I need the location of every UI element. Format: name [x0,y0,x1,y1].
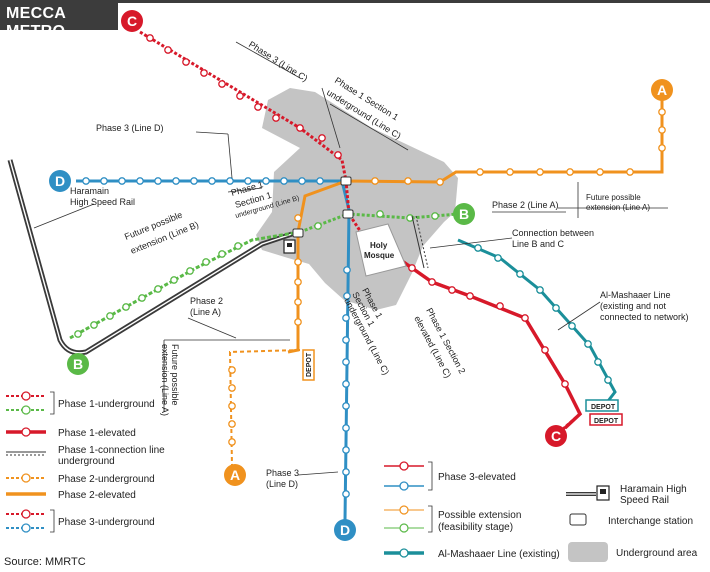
svg-text:Phase 1-connection line: Phase 1-connection line [58,445,165,456]
svg-text:underground: underground [58,456,115,467]
holy-mosque: Holy Mosque [355,223,407,277]
terminal-b-right: B [453,203,475,225]
legend-underground-area: Underground area [568,542,698,562]
legend-mashaaer-existing: Al-Mashaaer Line (existing) [384,548,560,560]
terminal-a-right: A [651,79,673,101]
legend-right: Haramain High Speed Rail Interchange sta… [566,484,698,562]
legend-possible-extension: Possible extension (feasibility stage) [384,505,521,533]
interchange-stations [292,176,354,238]
svg-text:Mosque: Mosque [364,251,395,260]
svg-text:Holy: Holy [370,241,388,250]
bc-connection [411,215,429,269]
source-credit: Source: MMRTC [4,556,86,568]
label-future-ext-a-left-2: extension (Line A) [160,344,170,416]
legend-phase1-connection: Phase 1-connection line underground [6,445,165,467]
svg-text:Phase 3-elevated: Phase 3-elevated [438,472,516,483]
label-mashaaer-2: (existing and not [600,301,667,311]
svg-text:A: A [657,82,667,98]
svg-text:D: D [340,522,350,538]
haramain-rail [7,159,293,356]
label-future-ext-a-left-1: Future possible [170,344,180,406]
terminal-d-bottom: D [334,519,356,541]
depot-line-c: DEPOT [589,413,623,426]
label-future-ext-a-right-1: Future possible [586,193,641,202]
terminal-b-left: B [67,353,89,375]
label-phase2-a-left-2: (Line A) [190,307,221,317]
svg-text:Phase 2-underground: Phase 2-underground [58,474,155,485]
svg-text:C: C [127,13,137,29]
svg-text:C: C [551,428,561,444]
legend-phase1-elevated: Phase 1-elevated [6,427,136,439]
leader-lines [33,41,668,476]
svg-text:(feasibility stage): (feasibility stage) [438,522,513,533]
label-connection-bc-2: Line B and C [512,239,565,249]
label-phase3-line-c: Phase 3 (Line C) [247,39,310,83]
svg-text:Phase 3-underground: Phase 3-underground [58,517,155,528]
label-phase3-line-d-top: Phase 3 (Line D) [96,123,164,133]
map-title: MECCA METRO [6,5,66,40]
label-connection-bc-1: Connection between [512,228,594,238]
legend-phase1-underground: Phase 1-underground [6,391,155,415]
label-future-ext-a-right-2: extension (Line A) [586,203,650,212]
top-rule [0,0,710,3]
svg-text:Al-Mashaaer Line (existing): Al-Mashaaer Line (existing) [438,549,560,560]
svg-text:DEPOT: DEPOT [306,352,313,377]
svg-text:Speed Rail: Speed Rail [620,495,669,506]
svg-text:B: B [73,356,83,372]
legend-phase3-underground: Phase 3-underground [6,509,155,533]
terminal-d-left: D [49,170,71,192]
svg-text:D: D [55,173,65,189]
svg-text:Possible extension: Possible extension [438,510,521,521]
mashaaer-line [457,238,617,406]
legend-haramain: Haramain High Speed Rail [566,484,687,506]
legend-phase2-underground: Phase 2-underground [6,473,155,485]
svg-text:Underground area: Underground area [616,548,698,559]
label-haramain-2: High Speed Rail [70,197,135,207]
terminal-c-top: C [121,10,143,32]
legend-interchange: Interchange station [569,513,693,527]
legend-phase3-elevated: Phase 3-elevated [384,461,516,491]
underground-area [256,88,458,310]
svg-text:Phase 1-underground: Phase 1-underground [58,399,155,410]
svg-text:DEPOT: DEPOT [591,404,616,411]
depot-mashaaer: DEPOT [585,399,619,412]
depot-line-a: DEPOT [302,349,315,381]
label-phase2-a-left-1: Phase 2 [190,296,223,306]
svg-text:Phase 2-elevated: Phase 2-elevated [58,490,136,501]
stations [74,34,666,498]
svg-text:Phase 1-elevated: Phase 1-elevated [58,428,136,439]
svg-text:Haramain High: Haramain High [620,484,687,495]
label-mashaaer-1: Al-Mashaaer Line [600,290,671,300]
terminal-c-bottom: C [545,425,567,447]
terminal-a-bottom: A [224,464,246,486]
svg-text:B: B [459,206,469,222]
rail-station-icon [283,239,296,254]
label-mashaaer-3: connected to network) [600,312,689,322]
legend-left: Phase 1-underground Phase 1-elevated Pha… [6,391,165,533]
legend-phase2-elevated: Phase 2-elevated [6,490,136,501]
legend-mid: Phase 3-elevated Possible extension (fea… [384,461,560,560]
label-phase3-d-bottom-2: (Line D) [266,479,298,489]
svg-text:DEPOT: DEPOT [594,418,619,425]
title-bar: MECCA METRO [0,0,118,40]
label-phase3-d-bottom-1: Phase 3 [266,468,299,478]
svg-text:A: A [230,467,240,483]
svg-text:Interchange station: Interchange station [608,516,693,527]
label-haramain-1: Haramain [70,186,109,196]
label-phase2-a-right: Phase 2 (Line A) [492,200,559,210]
